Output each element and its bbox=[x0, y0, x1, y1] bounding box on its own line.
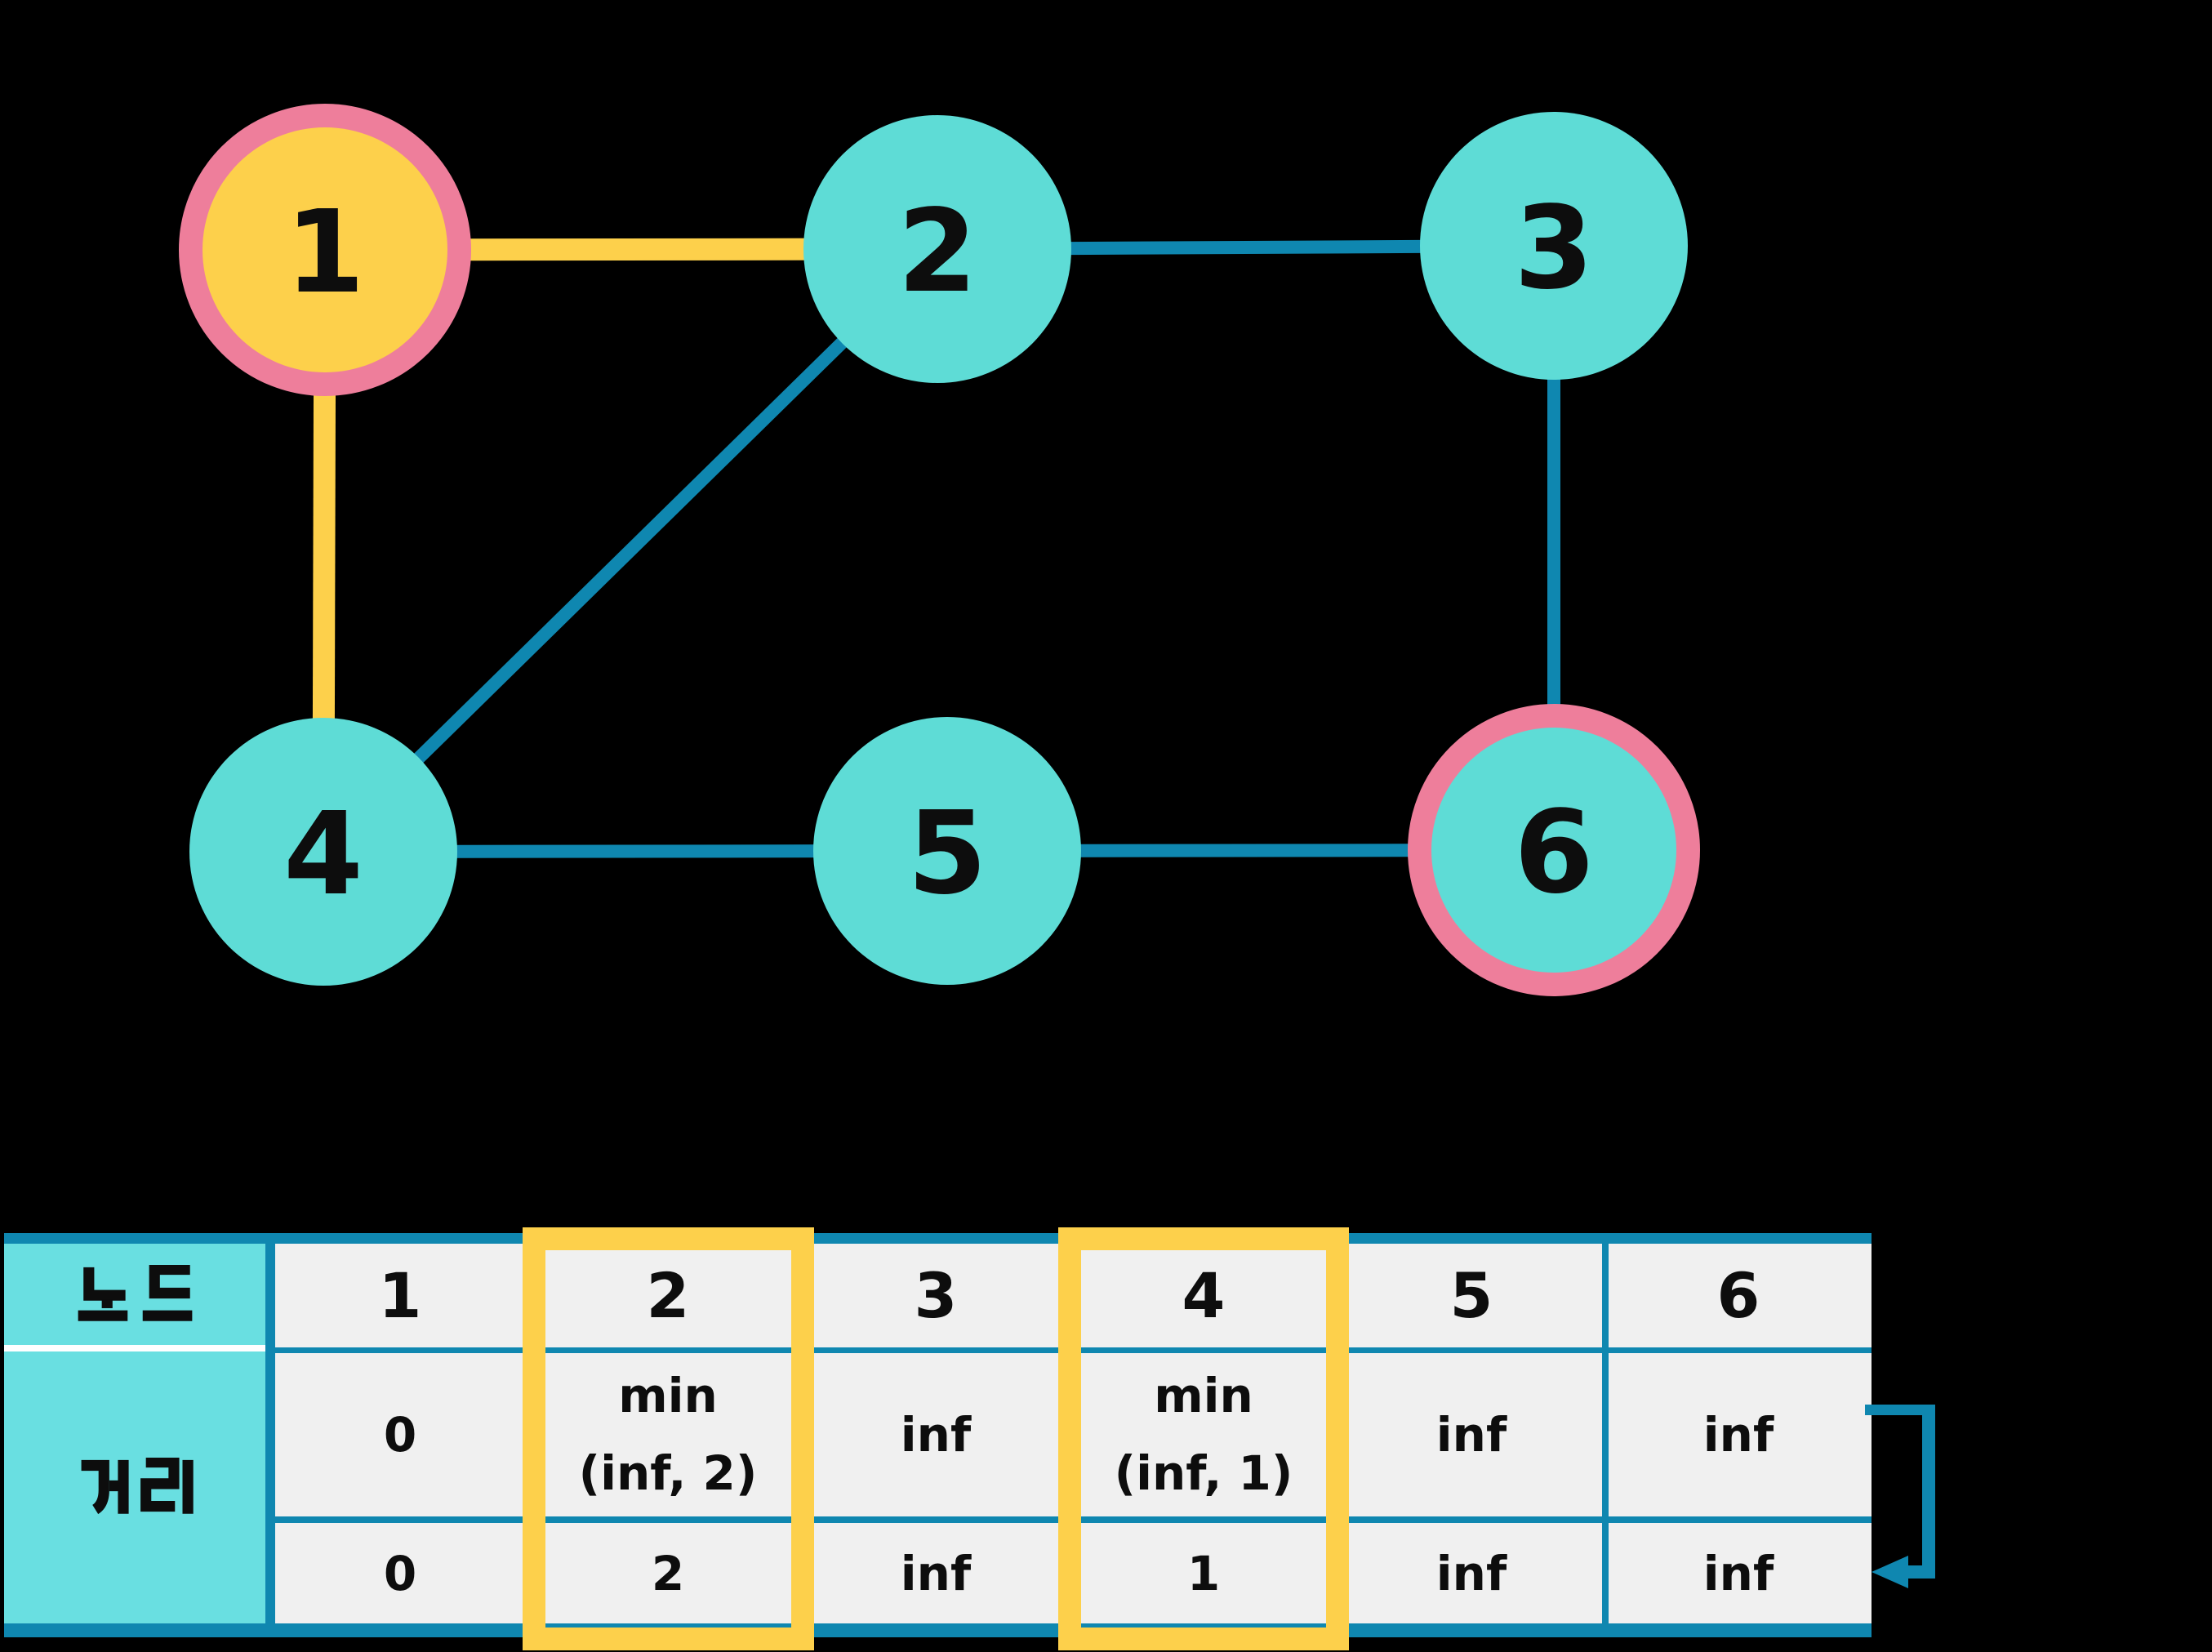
cell-result-5: inf bbox=[1435, 1545, 1507, 1601]
cell-node-5: 5 bbox=[1449, 1259, 1493, 1332]
node-3-circle bbox=[1420, 112, 1688, 380]
hangul-geo bbox=[81, 1459, 129, 1515]
hangul-deu bbox=[142, 1264, 192, 1321]
cell-update-5: inf bbox=[1435, 1406, 1507, 1463]
node-6-circle bbox=[1431, 728, 1676, 973]
cell-update-3: inf bbox=[900, 1406, 972, 1463]
hangul-geori-glyphs bbox=[81, 1458, 194, 1515]
hangul-nodeu-glyphs bbox=[78, 1264, 192, 1321]
cell-node-1: 1 bbox=[378, 1259, 422, 1332]
node-3-label: 3 bbox=[1514, 182, 1593, 315]
hangul-no bbox=[78, 1267, 127, 1321]
row-header-distance: 거리 bbox=[4, 1351, 265, 1623]
node-1-label: 1 bbox=[285, 186, 364, 319]
node-2: 2 bbox=[803, 115, 1071, 383]
row-header-node: 노드 bbox=[4, 1244, 265, 1345]
cell-update-2: min (inf, 2) bbox=[578, 1368, 758, 1501]
cell-result-3: inf bbox=[900, 1545, 972, 1601]
cell-update-1: 0 bbox=[383, 1406, 417, 1463]
node-2-circle bbox=[803, 115, 1071, 383]
node-6-label: 6 bbox=[1514, 786, 1593, 920]
cell-node-3: 3 bbox=[914, 1259, 958, 1332]
node-2-label: 2 bbox=[897, 185, 977, 318]
cell-result-6: inf bbox=[1702, 1545, 1774, 1601]
node-1-ring bbox=[179, 104, 471, 396]
node-1-circle bbox=[203, 127, 447, 372]
cell-update-6: inf bbox=[1702, 1406, 1774, 1463]
node-6: 6 bbox=[1408, 704, 1700, 996]
node-5-circle bbox=[813, 717, 1081, 985]
node-4-label: 4 bbox=[283, 788, 363, 921]
highlight-box-node-4 bbox=[1058, 1227, 1349, 1650]
node-5-label: 5 bbox=[907, 787, 986, 920]
header-column-border bbox=[265, 1244, 275, 1623]
hangul-ri bbox=[140, 1458, 194, 1514]
node-4: 4 bbox=[189, 718, 457, 986]
node-6-ring bbox=[1408, 704, 1700, 996]
table-bottom-border bbox=[4, 1623, 1872, 1637]
node-1: 1 bbox=[179, 104, 471, 396]
node-3: 3 bbox=[1420, 112, 1688, 380]
column-separator-5-6 bbox=[1602, 1244, 1609, 1623]
edge-2-4 bbox=[318, 244, 942, 857]
header-cells-gap bbox=[4, 1345, 265, 1351]
table-top-border bbox=[4, 1233, 1872, 1244]
cell-result-2: 2 bbox=[651, 1545, 685, 1601]
cell-result-4: 1 bbox=[1186, 1545, 1221, 1601]
cell-node-6: 6 bbox=[1716, 1259, 1760, 1332]
loop-arrow-icon bbox=[1865, 1405, 1935, 1588]
cell-node-4: 4 bbox=[1182, 1259, 1226, 1332]
node-5: 5 bbox=[813, 717, 1081, 985]
highlight-box-node-2 bbox=[523, 1227, 814, 1650]
cell-node-2: 2 bbox=[646, 1259, 690, 1332]
node-4-circle bbox=[189, 718, 457, 986]
cell-update-4: min (inf, 1) bbox=[1114, 1368, 1293, 1501]
cell-result-1: 0 bbox=[383, 1545, 417, 1601]
